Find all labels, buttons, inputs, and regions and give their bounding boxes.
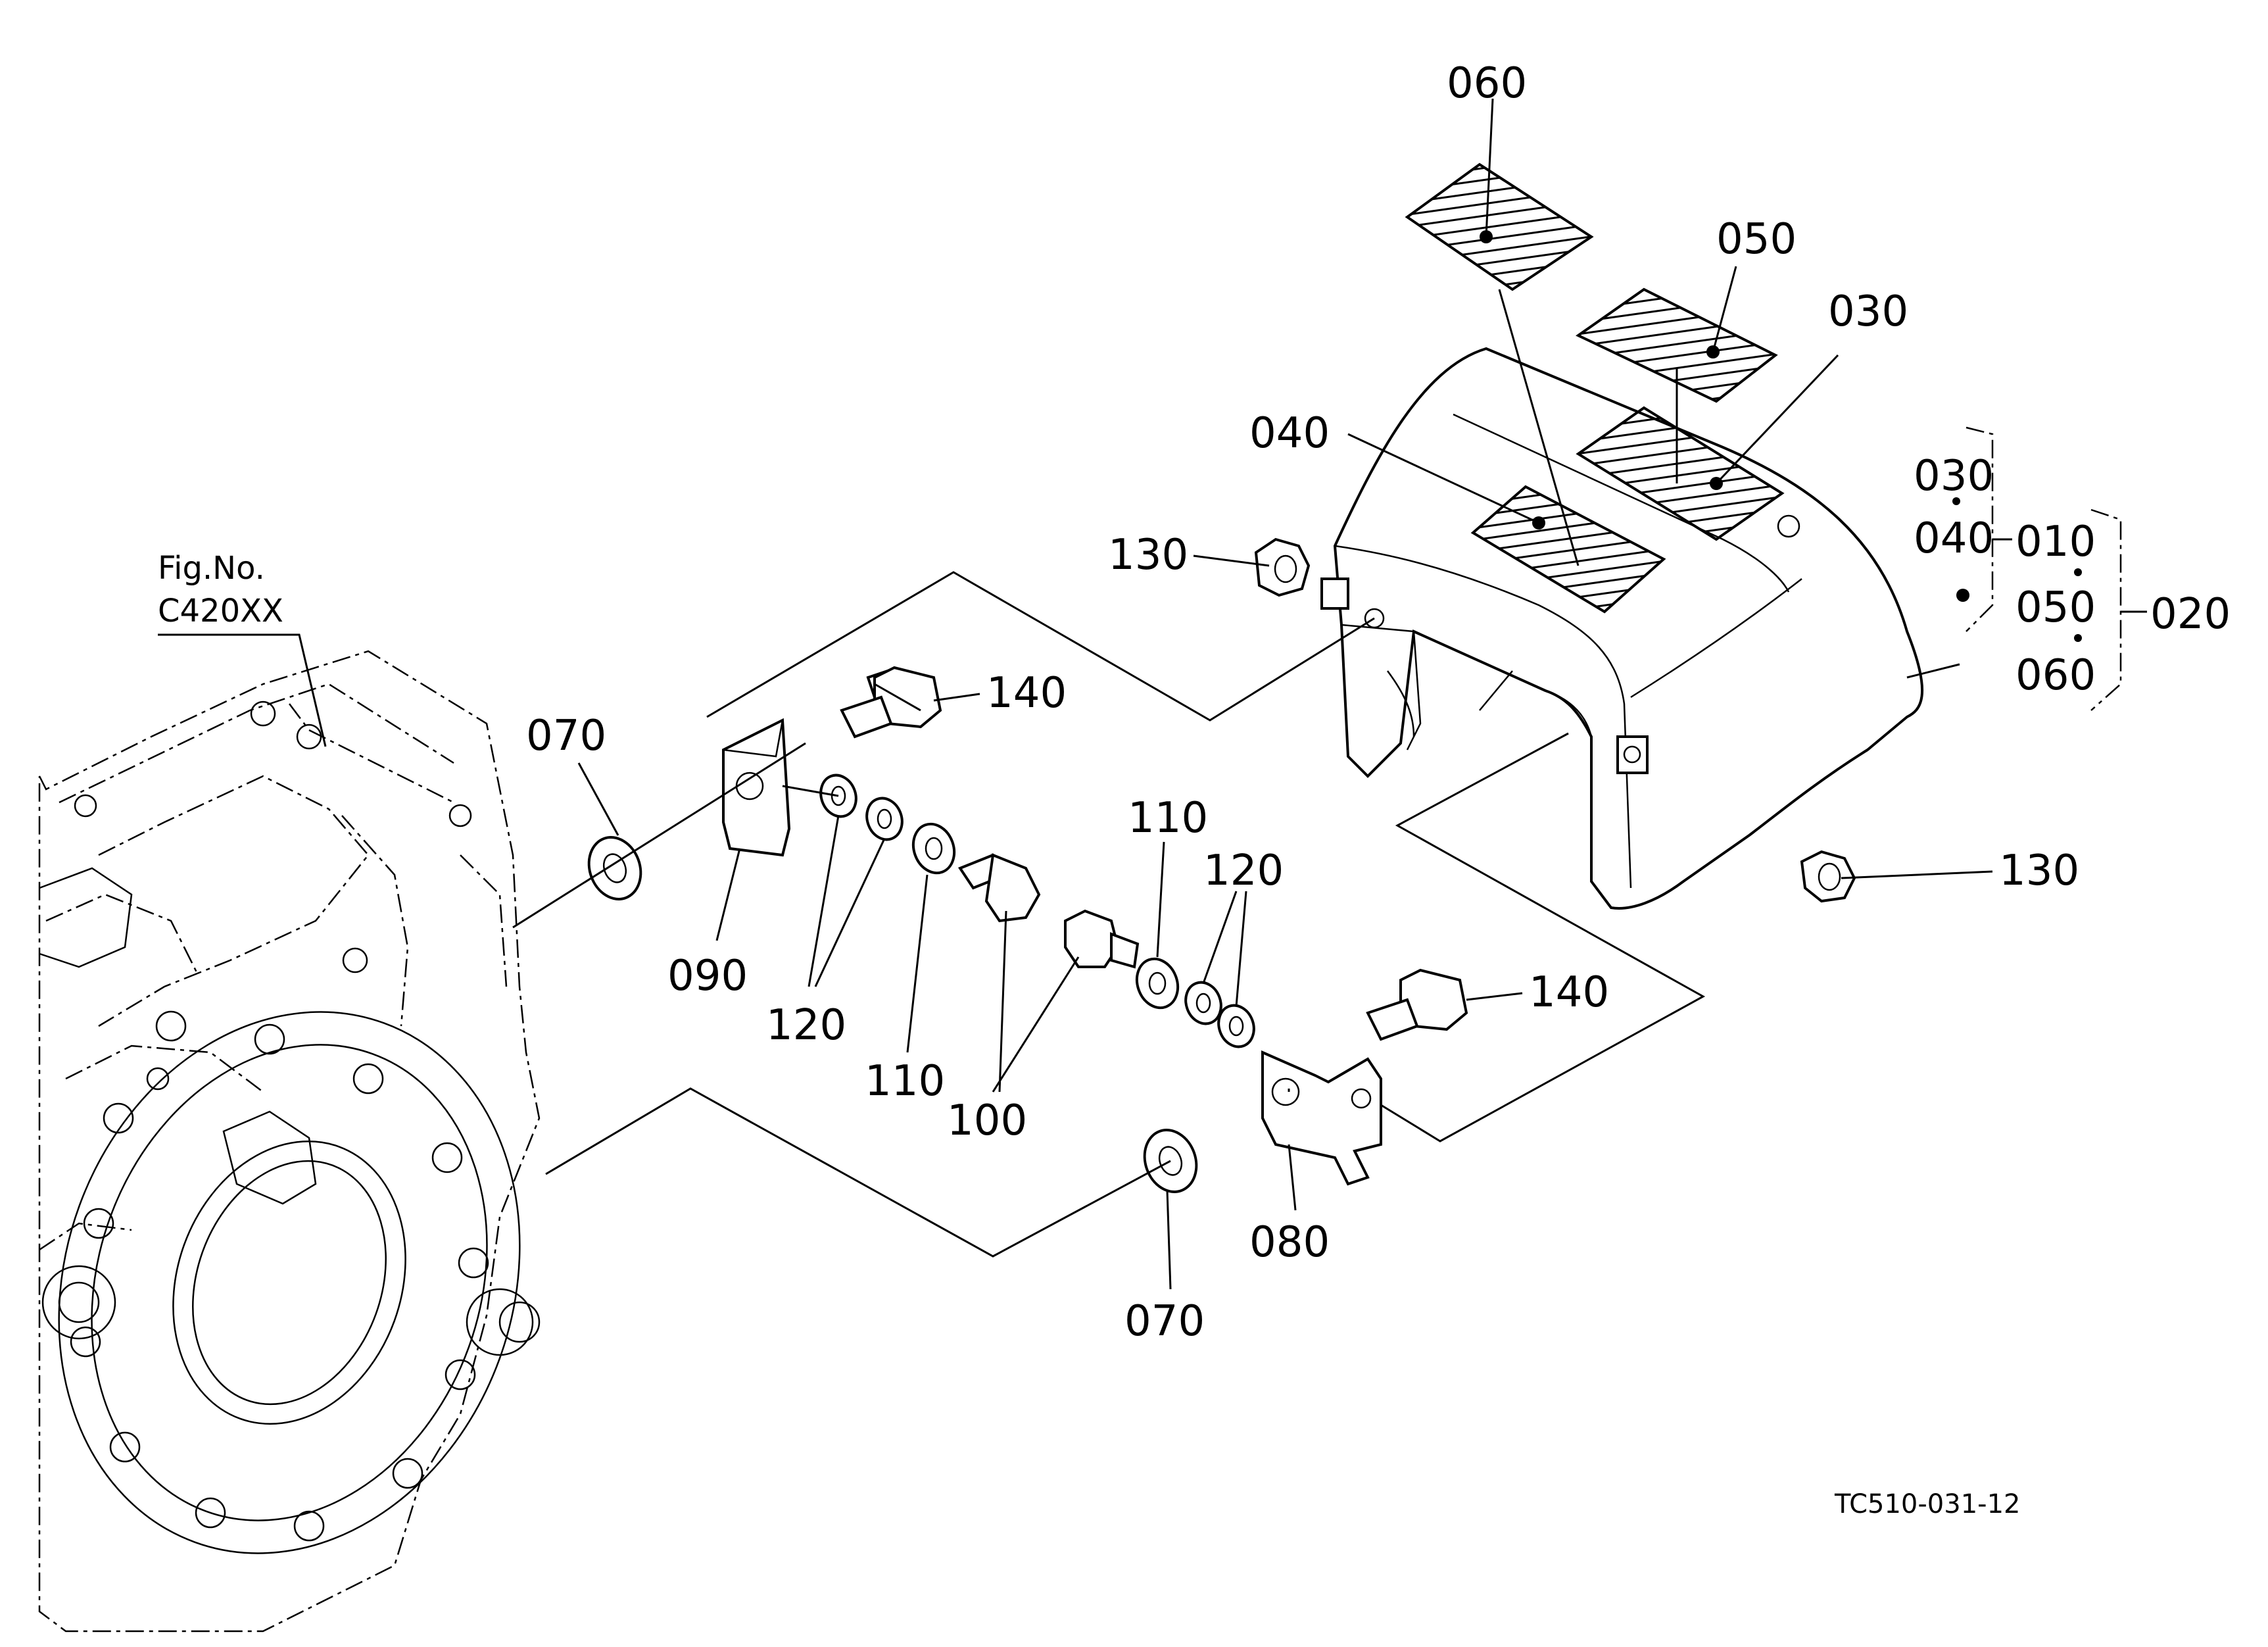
callout-040: 040 xyxy=(1249,409,1330,458)
nut-130-bottom xyxy=(1800,850,1856,903)
washer-110-left xyxy=(911,822,956,875)
figure-reference-line2: C420XX xyxy=(158,593,283,629)
callout-030: 030 xyxy=(1828,287,1908,336)
callout-140-bottom: 140 xyxy=(1529,968,1609,1017)
callout-130-bottom: 130 xyxy=(1999,847,2079,895)
callout-050: 050 xyxy=(1716,215,1797,264)
key-060: 060 xyxy=(2015,651,2096,700)
callout-140-top: 140 xyxy=(986,669,1067,718)
key-030: 030 xyxy=(1914,452,1994,501)
key-050: 050 xyxy=(2015,583,2096,632)
key-040: 040 xyxy=(1914,514,1994,563)
callout-070-left: 070 xyxy=(526,712,606,760)
drawing-code: TC510-031-12 xyxy=(1834,1489,2020,1519)
callout-060: 060 xyxy=(1447,59,1527,108)
bolt-140-top xyxy=(840,666,942,739)
key-020: 020 xyxy=(2150,590,2231,639)
decal-060 xyxy=(1405,162,1594,291)
callout-120-right: 120 xyxy=(1203,847,1284,895)
washers-120-left xyxy=(819,774,904,841)
bolt-140-bottom xyxy=(1366,968,1468,1041)
callout-130-top: 130 xyxy=(1108,531,1188,579)
nut-130-top xyxy=(1254,537,1311,597)
assembly-key: 030 040 010 050 060 020 xyxy=(1914,426,2231,711)
bracket-080 xyxy=(1261,1050,1382,1186)
key-010: 010 xyxy=(2015,518,2096,566)
callout-070-bottom: 070 xyxy=(1124,1297,1205,1346)
transmission-housing xyxy=(38,650,541,1633)
bolt-100-right xyxy=(1064,909,1140,969)
callout-120-left: 120 xyxy=(766,1001,846,1050)
callout-100: 100 xyxy=(947,1096,1027,1145)
callout-110-right: 110 xyxy=(1128,794,1208,843)
decal-040 xyxy=(1470,485,1666,614)
callout-080: 080 xyxy=(1249,1218,1330,1267)
decal-050 xyxy=(1576,287,1778,403)
washer-110-right xyxy=(1135,957,1180,1010)
leader-lines xyxy=(158,98,1993,1290)
washers-120-right xyxy=(1184,981,1255,1048)
washer-070-left xyxy=(587,836,642,900)
callout-110-left: 110 xyxy=(865,1057,945,1106)
assembly-lines xyxy=(512,571,1706,1258)
bolt-100-left xyxy=(957,853,1041,923)
figure-reference-line1: Fig.No. xyxy=(158,550,265,587)
callout-090: 090 xyxy=(667,952,748,1000)
